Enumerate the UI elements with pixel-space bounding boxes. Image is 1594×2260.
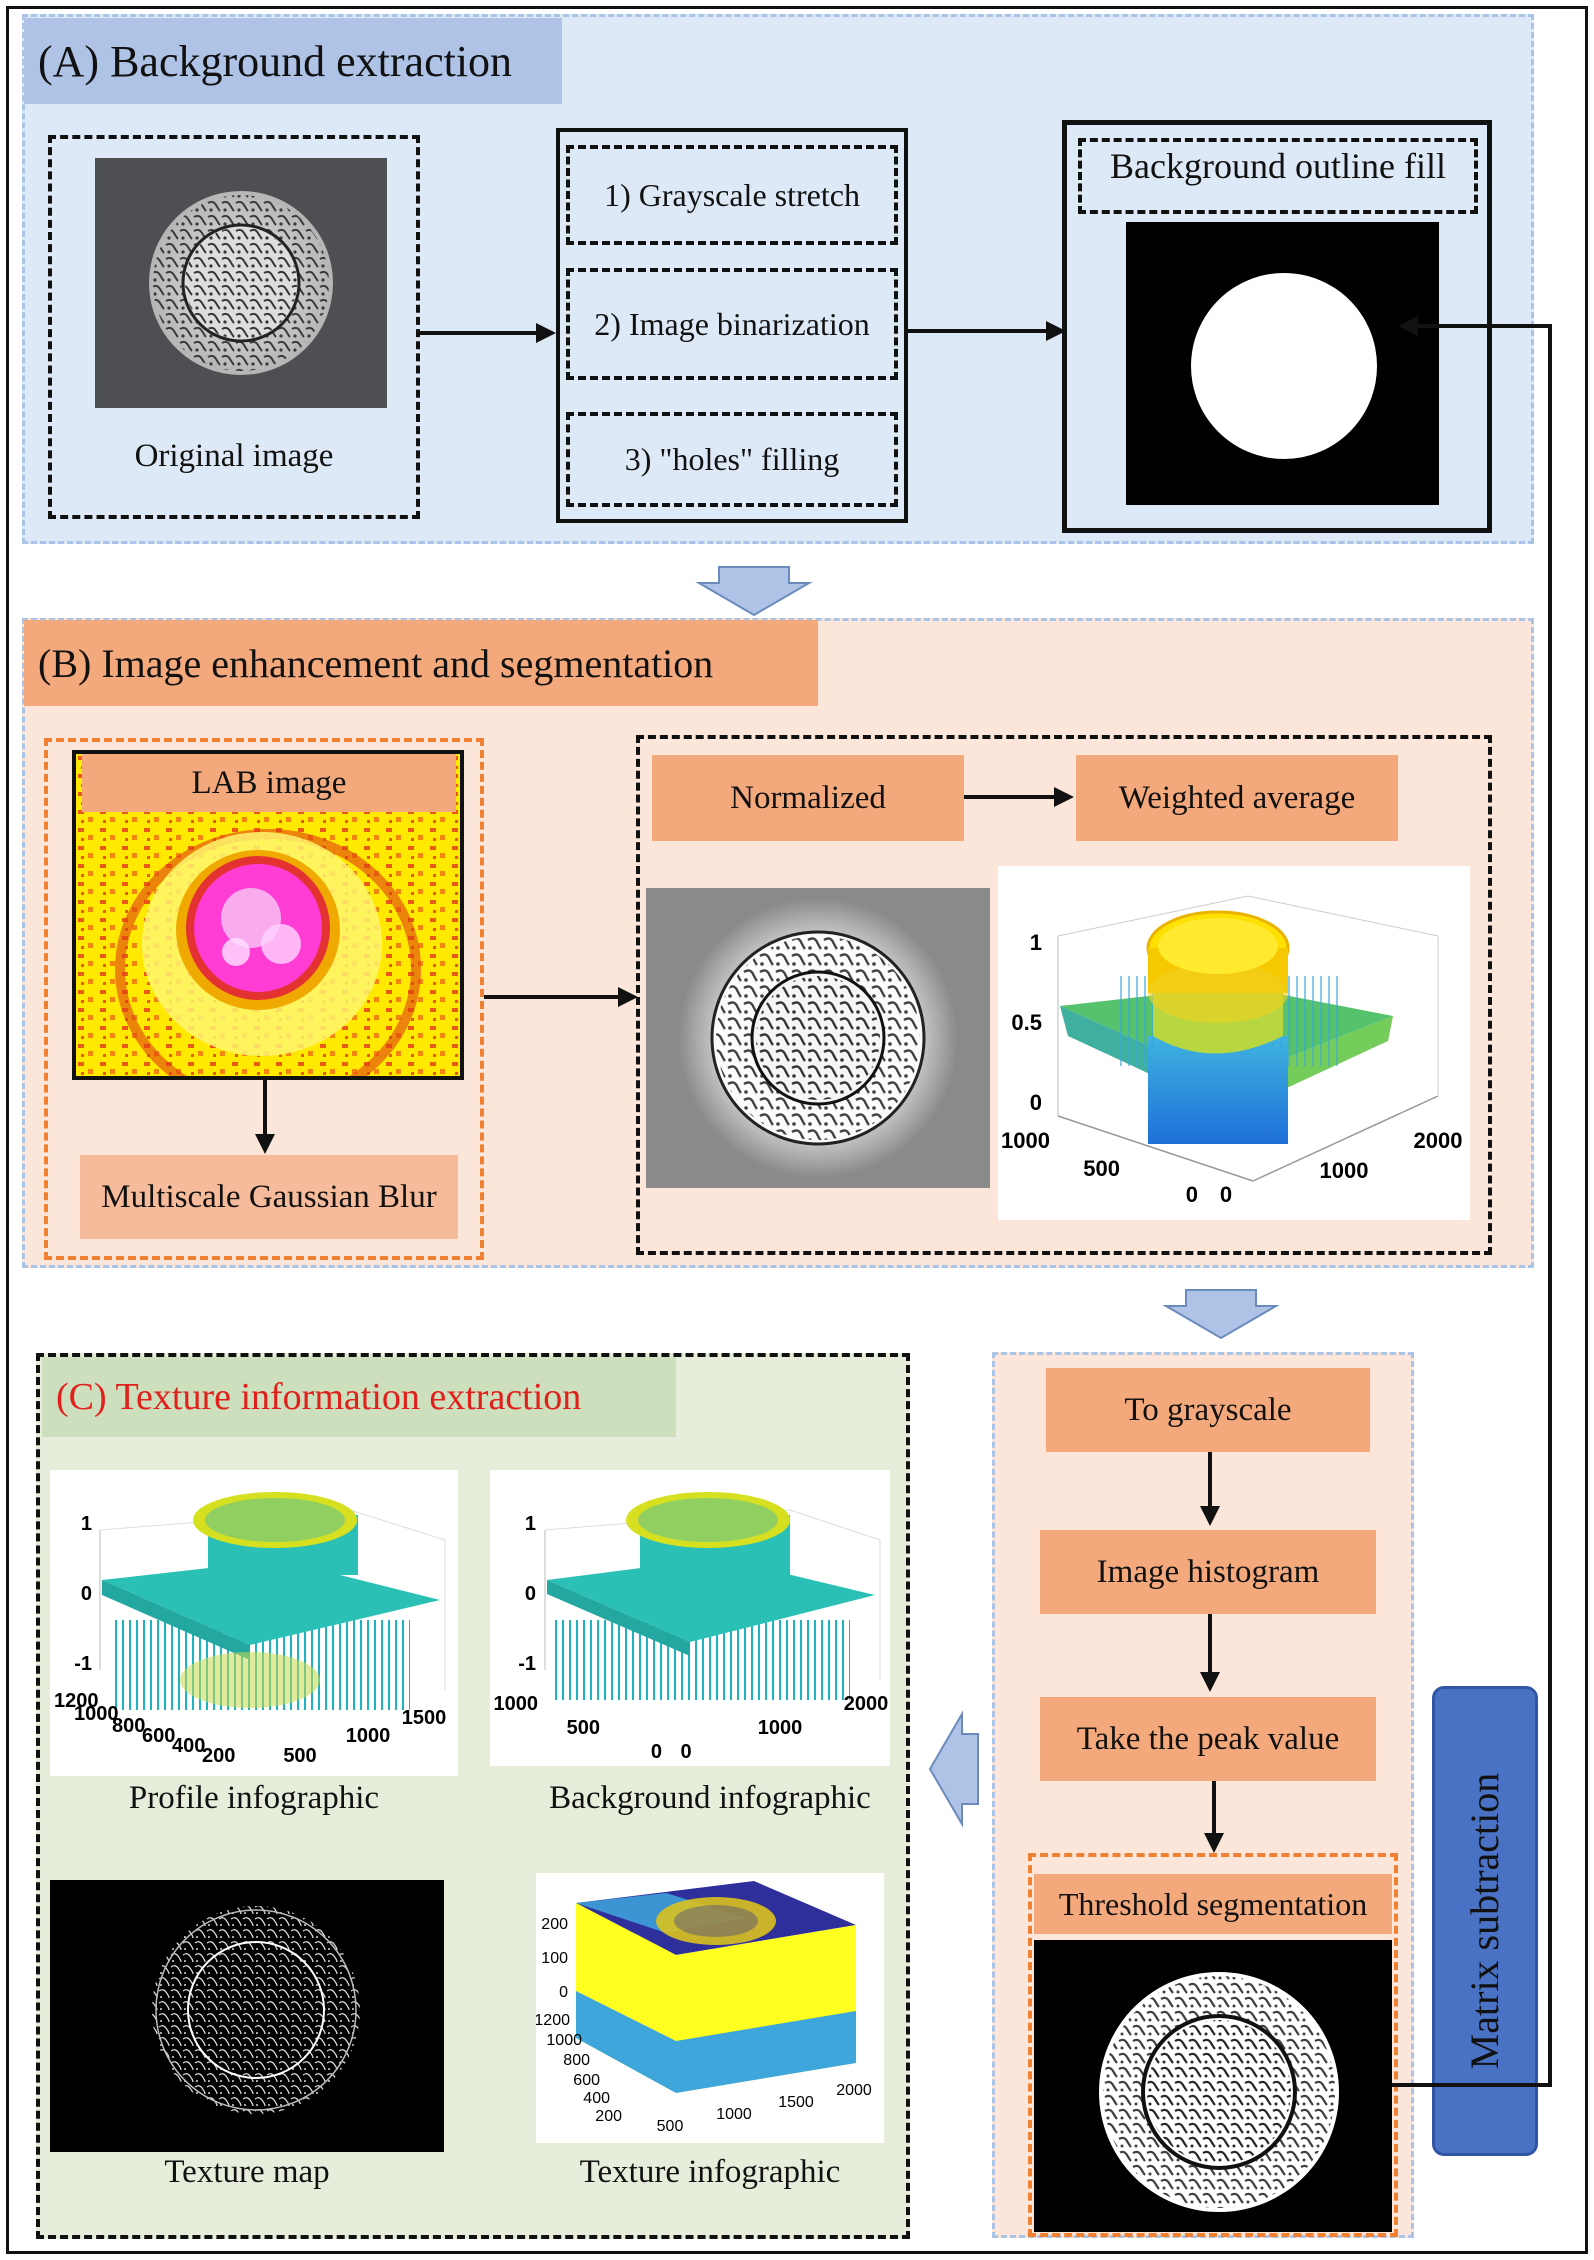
arrow-lab-to-normalized: [484, 987, 638, 1007]
texture-left-1000: 1000: [546, 2032, 582, 2049]
profile-z-neg1: -1: [74, 1653, 92, 1675]
arrow-original-to-steps: [418, 323, 556, 343]
texture-left-200: 200: [595, 2108, 622, 2125]
plot-z-tick-05: 0.5: [1011, 1010, 1042, 1035]
plot-z-tick-1: 1: [1030, 930, 1042, 955]
profile-left-200: 200: [202, 1745, 235, 1767]
texture-z-100: 100: [541, 1950, 568, 1967]
section-b-title: (B) Image enhancement and segmentation: [24, 620, 818, 706]
threshold-label: Threshold segmentation: [1034, 1874, 1392, 1934]
texture-right-1500: 1500: [778, 2094, 814, 2111]
outer-frame: [6, 6, 1588, 2254]
normalize-frame: [636, 735, 1492, 1255]
background-infographic: 1 0 -1 1000 500 0 0 1000 2000: [490, 1470, 890, 1766]
original-image: [95, 158, 387, 408]
texture-left-1200: 1200: [536, 2012, 570, 2029]
outline-fill-mask: [1126, 222, 1439, 505]
texture-map-label: Texture map: [164, 2154, 330, 2190]
texture-left-400: 400: [583, 2090, 610, 2107]
plot-right-tick-0: 0: [1220, 1182, 1232, 1207]
outline-fill-label-box: [1078, 138, 1478, 214]
normalized-image: [646, 888, 990, 1188]
plot-right-tick-2000: 2000: [1414, 1128, 1463, 1153]
step-holes-filling: 3) "holes" filling: [566, 412, 898, 507]
arrow-steps-to-outline: [908, 321, 1066, 341]
step-grayscale-stretch: 1) Grayscale stretch: [566, 145, 898, 245]
plot-z-tick-0: 0: [1030, 1090, 1042, 1115]
texture-right-1000: 1000: [716, 2106, 752, 2123]
background-left-500: 500: [567, 1717, 600, 1739]
background-z-0: 0: [525, 1583, 536, 1605]
plot-left-tick-0: 0: [1186, 1182, 1198, 1207]
weighted-label: Weighted average: [1076, 755, 1398, 841]
arrow-down-a-to-b: [695, 566, 813, 617]
background-z-1: 1: [525, 1513, 536, 1535]
section-a-title: (A) Background extraction: [24, 18, 562, 104]
texture-infographic: 200 100 0 1200 1000 800 600 400 200 500 …: [534, 1873, 884, 2143]
normalized-label: Normalized: [652, 755, 964, 841]
arrow-down-b-to-flow: [1162, 1289, 1280, 1340]
arrow-flow-1: [1200, 1452, 1220, 1526]
arrow-normalized-to-weighted: [964, 787, 1074, 807]
flow-peak-value: Take the peak value: [1040, 1697, 1376, 1781]
background-right-0: 0: [680, 1741, 691, 1763]
texture-right-2000: 2000: [836, 2082, 872, 2099]
profile-right-500: 500: [283, 1745, 316, 1767]
background-right-1000: 1000: [758, 1717, 803, 1739]
threshold-frame: [1028, 1853, 1398, 2237]
background-left-1000: 1000: [494, 1693, 539, 1715]
profile-left-1200: 1200: [54, 1690, 99, 1712]
section-c-title: (C) Texture information extraction: [42, 1357, 676, 1437]
background-infographic-label: Background infographic: [549, 1780, 871, 1816]
profile-z-1: 1: [81, 1513, 92, 1535]
flow-histogram: Image histogram: [1040, 1530, 1376, 1614]
texture-left-600: 600: [573, 2072, 600, 2089]
profile-left-800: 800: [112, 1715, 145, 1737]
steps-frame: [556, 128, 908, 523]
profile-infographic-label: Profile infographic: [128, 1780, 380, 1816]
original-image-label: Original image: [134, 438, 334, 474]
arrow-lab-to-blur: [255, 1080, 275, 1154]
background-left-0: 0: [651, 1741, 662, 1763]
outline-fill-label: Background outline fill: [1110, 146, 1446, 186]
plot-right-tick-1000: 1000: [1320, 1158, 1369, 1183]
profile-z-0: 0: [81, 1583, 92, 1605]
lab-panel-frame: [44, 738, 484, 1260]
profile-left-1000: 1000: [74, 1703, 119, 1725]
matrix-subtraction-box: [1432, 1686, 1538, 2156]
background-right-2000: 2000: [844, 1693, 889, 1715]
plot-left-tick-1000: 1000: [1001, 1128, 1050, 1153]
background-z-neg1: -1: [518, 1653, 536, 1675]
feedback-arrow: [1392, 316, 1552, 2087]
texture-map: [50, 1880, 444, 2152]
texture-left-800: 800: [563, 2052, 590, 2069]
profile-left-600: 600: [142, 1725, 175, 1747]
lab-image-label: LAB image: [82, 754, 456, 812]
arrow-flow-3: [1204, 1781, 1224, 1853]
arrow-flow-2: [1200, 1614, 1220, 1692]
arrow-flow-to-c: [928, 1710, 979, 1828]
texture-z-200: 200: [541, 1916, 568, 1933]
texture-infographic-label: Texture infographic: [579, 2154, 841, 2190]
blur-label: Multiscale Gaussian Blur: [80, 1155, 458, 1239]
step-image-binarization: 2) Image binarization: [566, 268, 898, 380]
profile-right-1500: 1500: [402, 1707, 447, 1729]
profile-right-1000: 1000: [346, 1725, 391, 1747]
original-image-frame: [48, 135, 420, 519]
texture-z-0: 0: [559, 1984, 568, 2001]
plot-left-tick-500: 500: [1083, 1156, 1120, 1181]
threshold-image: [1034, 1940, 1392, 2232]
surface-plot-3d: 1 0.5 0 1000 500 0 0 1000 2000: [998, 866, 1470, 1220]
texture-right-500: 500: [657, 2118, 684, 2135]
profile-infographic: 1 0 -1 1200 1000 800 600 400 200 500 100…: [50, 1470, 458, 1776]
flow-to-grayscale: To grayscale: [1046, 1368, 1370, 1452]
profile-left-400: 400: [172, 1735, 205, 1757]
